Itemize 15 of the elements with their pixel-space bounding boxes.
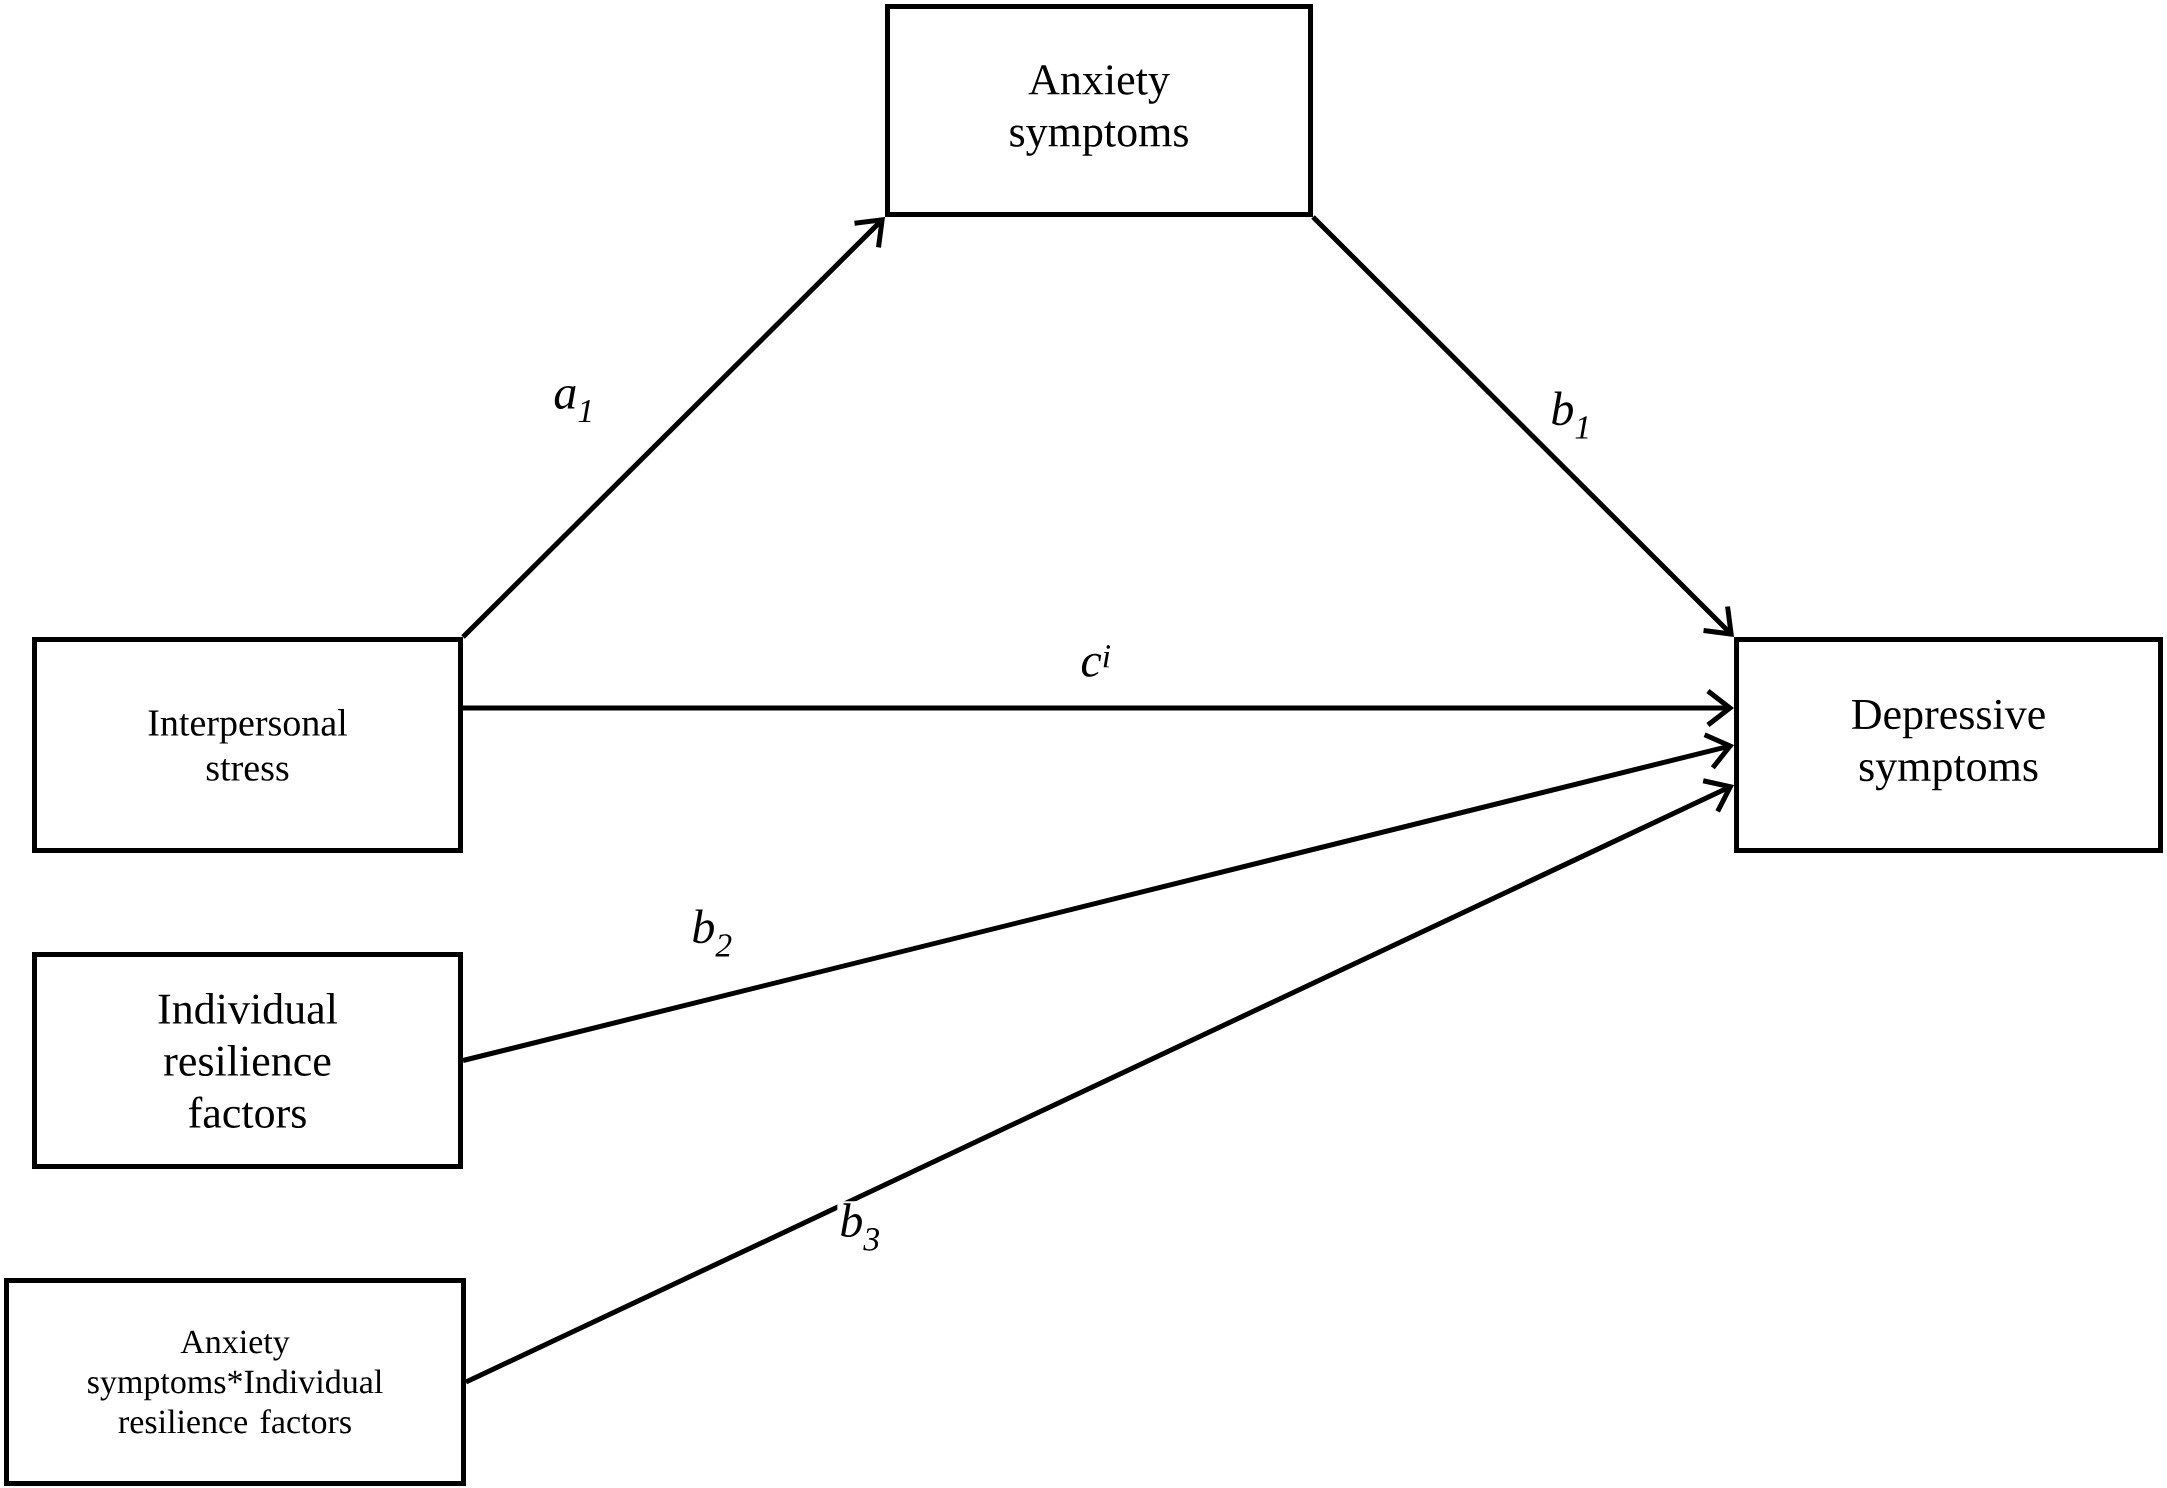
edge-label: a$_{1}$	[551, 383, 597, 425]
edge-label: c$^{i}$	[1078, 643, 1114, 679]
edge-label: b$_{1}$	[1548, 389, 1594, 441]
variable-box: Interpersonal stress	[32, 637, 463, 853]
variable-box: Anxiety symptoms*Individual resilience factors	[4, 1278, 466, 1486]
arrow	[462, 732, 1735, 1063]
variable-box: Individual resilience factors	[32, 952, 463, 1169]
arrow	[464, 778, 1735, 1385]
arrow	[461, 217, 885, 639]
edge-label: b$_{2}$	[689, 907, 735, 959]
variable-box: Anxiety symptoms	[885, 4, 1313, 217]
edge-label: b$_{3}$	[837, 1201, 883, 1253]
arrow	[463, 689, 1734, 727]
arrow	[1311, 215, 1735, 637]
variable-box: Depressive symptoms	[1734, 637, 2164, 853]
